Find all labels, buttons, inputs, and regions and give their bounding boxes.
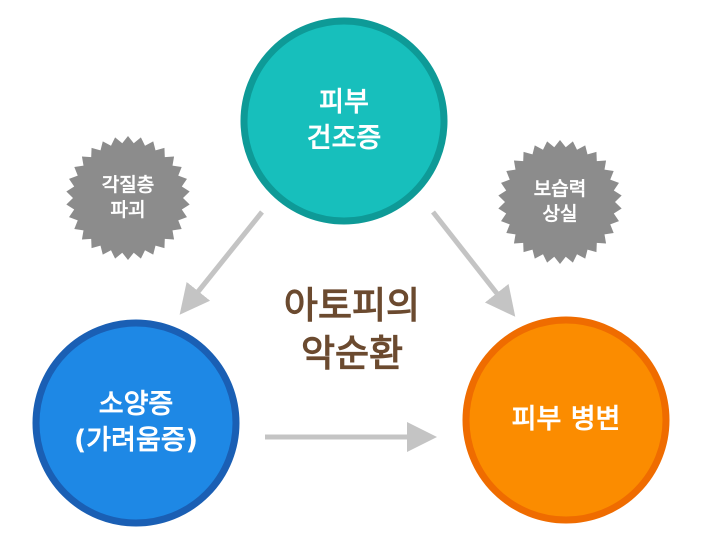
center-title: 아토피의 악순환 <box>242 270 462 390</box>
center-title-line1: 아토피의 <box>283 283 421 327</box>
node-itching-label: 소양증 (가려움증) <box>36 323 236 523</box>
circle-dry-skin <box>240 17 448 225</box>
badge-keratin-label: 각질층 파괴 <box>78 148 178 248</box>
seal-badge-moisture <box>498 140 622 264</box>
node-itching-line1: 소양증 <box>98 389 174 421</box>
arrow-dry-to-lesion <box>431 210 516 317</box>
center-title-line2: 악순환 <box>300 332 404 375</box>
circle-itching <box>32 319 240 527</box>
badge-moisture-label: 보습력 상실 <box>510 152 610 252</box>
seal-badge-keratin <box>66 136 190 260</box>
node-dry-skin-label: 피부 건조증 <box>244 21 444 221</box>
arrow-dry-to-itching <box>179 210 264 315</box>
badge-keratin-line1: 각질층 <box>101 174 155 197</box>
badge-keratin-line2: 파괴 <box>110 199 146 221</box>
node-itching-line2: (가려움증) <box>73 425 199 456</box>
node-dry-skin-line2: 건조증 <box>306 123 382 154</box>
circle-lesion <box>462 316 670 524</box>
node-lesion-label: 피부 병변 <box>466 320 666 520</box>
badge-moisture-line1: 보습력 <box>533 178 587 201</box>
node-dry-skin-line1: 피부 <box>319 87 369 119</box>
badge-moisture-line2: 상실 <box>542 203 578 225</box>
node-lesion-line1: 피부 병변 <box>511 404 621 436</box>
